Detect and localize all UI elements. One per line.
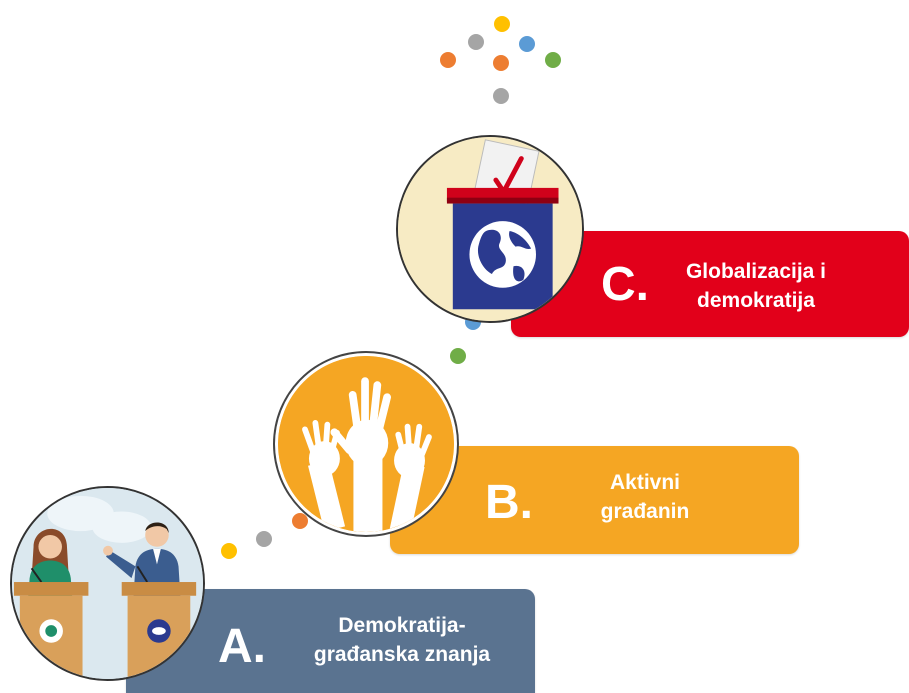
step-b-title-line1: Aktivni <box>609 471 680 494</box>
decor-dot <box>450 348 466 364</box>
decor-dot <box>221 543 237 559</box>
decor-dot <box>519 36 535 52</box>
step-a-title-line2: građanska znanja <box>313 643 491 666</box>
step-b-box: B. Aktivni građanin <box>390 446 799 554</box>
decor-dot <box>440 52 456 68</box>
debate-podium-icon <box>10 486 205 681</box>
step-a-letter: A. <box>218 620 266 673</box>
decor-dot <box>494 16 510 32</box>
step-b-title-line2: građanin <box>600 500 690 523</box>
ballot-box-globe-icon <box>396 135 584 323</box>
step-c-letter: C. <box>601 258 649 311</box>
step-c-title-line1: Globalizacija i <box>685 260 827 283</box>
decor-dot <box>545 52 561 68</box>
step-c-title: Globalizacija i demokratija <box>671 257 841 315</box>
step-c-title-line2: demokratija <box>697 289 815 312</box>
decor-dot <box>256 531 272 547</box>
raised-hands-icon <box>275 353 457 535</box>
decor-dot <box>493 88 509 104</box>
step-b-title: Aktivni građanin <box>590 468 700 526</box>
step-b-letter: B. <box>485 476 533 529</box>
decor-dot <box>292 513 308 529</box>
step-a-title: Demokratija- građanska znanja <box>302 611 502 669</box>
decor-dot <box>468 34 484 50</box>
decor-dot <box>493 55 509 71</box>
step-a-title-line1: Demokratija- <box>338 614 466 637</box>
